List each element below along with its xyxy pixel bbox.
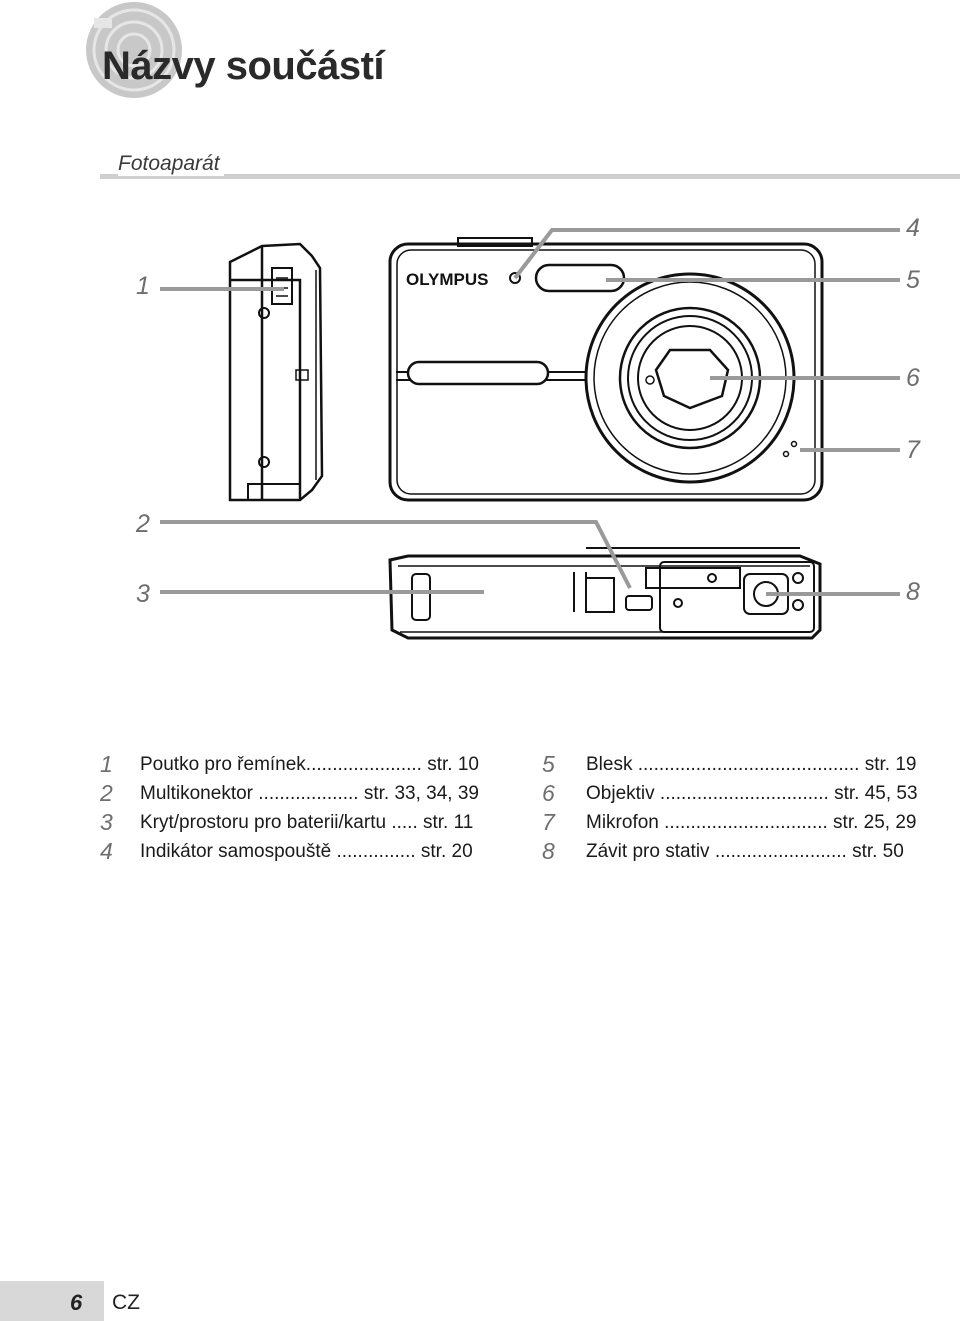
list-item-number: 1 bbox=[100, 751, 113, 777]
parts-list-right: 5 Blesk ................................… bbox=[542, 750, 918, 866]
list-item: 2 Multikonektor ................... str.… bbox=[100, 779, 479, 808]
language-code: CZ bbox=[112, 1291, 140, 1314]
list-item-text: Indikátor samospouště ............... st… bbox=[140, 841, 473, 862]
callout-1: 1 bbox=[136, 272, 150, 300]
list-item-text: Závit pro stativ .......................… bbox=[586, 841, 904, 862]
list-item-number: 6 bbox=[542, 780, 555, 806]
list-item: 6 Objektiv .............................… bbox=[542, 779, 918, 808]
section-divider bbox=[100, 174, 960, 179]
list-item-text: Mikrofon ...............................… bbox=[586, 812, 917, 833]
camera-emblem-icon bbox=[86, 2, 182, 98]
list-item-number: 8 bbox=[542, 838, 555, 864]
page-header: Názvy součástí bbox=[80, 0, 500, 110]
list-item: 5 Blesk ................................… bbox=[542, 750, 918, 779]
page-number-tab bbox=[0, 1281, 104, 1321]
parts-list-left: 1 Poutko pro řemínek....................… bbox=[100, 750, 479, 866]
callout-3: 3 bbox=[136, 580, 150, 608]
list-item-number: 7 bbox=[542, 809, 555, 835]
list-item-number: 5 bbox=[542, 751, 555, 777]
callout-8: 8 bbox=[906, 578, 920, 606]
list-item-number: 4 bbox=[100, 838, 113, 864]
list-item-text: Multikonektor ................... str. 3… bbox=[140, 783, 479, 804]
camera-side-view bbox=[228, 242, 324, 502]
list-item: 7 Mikrofon .............................… bbox=[542, 808, 918, 837]
brand-logo: OLYMPUS bbox=[406, 270, 489, 289]
list-item-number: 3 bbox=[100, 809, 113, 835]
section-label: Fotoaparát bbox=[118, 152, 224, 176]
camera-bottom-view bbox=[388, 547, 822, 640]
list-item-text: Poutko pro řemínek......................… bbox=[140, 754, 479, 775]
callout-4: 4 bbox=[906, 214, 920, 242]
callout-5: 5 bbox=[906, 266, 920, 294]
list-item: 4 Indikátor samospouště ............... … bbox=[100, 837, 479, 866]
list-item: 3 Kryt/prostoru pro baterii/kartu ..... … bbox=[100, 808, 479, 837]
list-item: 8 Závit pro stativ .....................… bbox=[542, 837, 918, 866]
list-item-text: Blesk ..................................… bbox=[586, 754, 917, 775]
page-title: Názvy součástí bbox=[102, 44, 385, 88]
list-item: 1 Poutko pro řemínek....................… bbox=[100, 750, 479, 779]
camera-diagram: OLYMPUS bbox=[160, 228, 900, 640]
page-number: 6 bbox=[70, 1290, 83, 1315]
list-item-text: Kryt/prostoru pro baterii/kartu ..... st… bbox=[140, 812, 474, 833]
callout-6: 6 bbox=[906, 364, 920, 392]
callout-7: 7 bbox=[906, 436, 920, 464]
list-item-number: 2 bbox=[100, 780, 113, 806]
callout-2: 2 bbox=[136, 510, 150, 538]
list-item-text: Objektiv ...............................… bbox=[586, 783, 918, 804]
leader-lines bbox=[160, 228, 900, 596]
camera-front-view bbox=[388, 237, 824, 502]
